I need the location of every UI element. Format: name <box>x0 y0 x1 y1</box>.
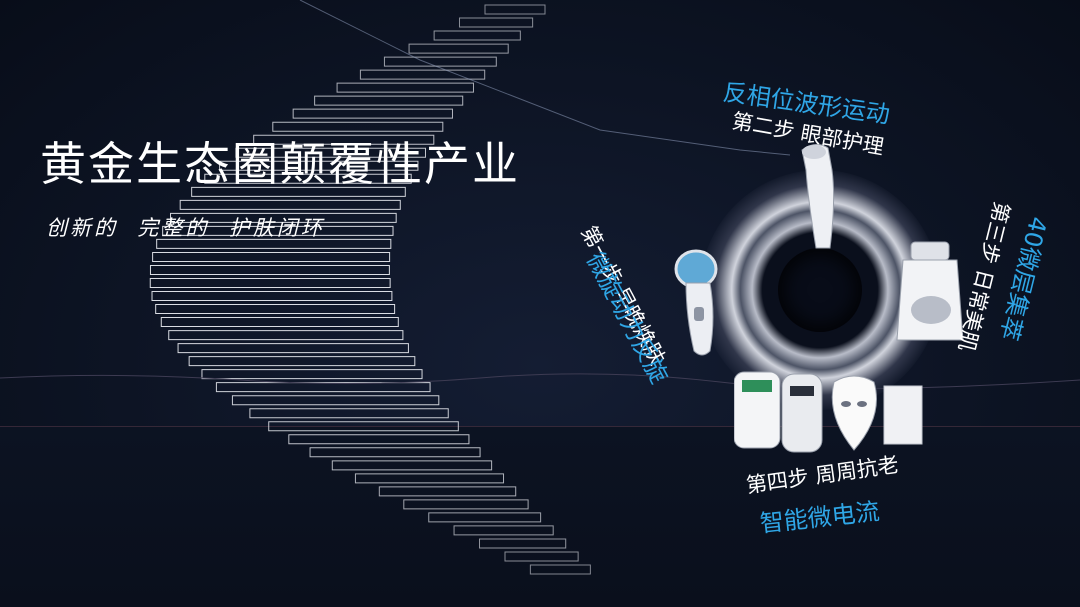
stair-step <box>191 186 406 197</box>
stair-step <box>268 421 459 432</box>
stair-step <box>219 160 419 171</box>
stair-step <box>453 525 554 536</box>
stair-step <box>156 238 392 249</box>
stair-step <box>408 43 509 54</box>
stair-step <box>403 499 529 510</box>
stair-step <box>479 538 567 549</box>
stair-step <box>168 330 404 341</box>
stair-step <box>288 434 470 445</box>
stair-step <box>204 173 412 184</box>
stair-step <box>201 369 423 380</box>
stair-step <box>162 225 394 236</box>
stair-step <box>354 473 505 484</box>
stair-step <box>170 212 397 223</box>
stair-step <box>309 447 481 458</box>
stair-step <box>292 108 453 119</box>
stair-step <box>215 382 431 393</box>
stair-step <box>484 4 546 15</box>
stair-step <box>428 512 542 523</box>
page-title: 黄金生态圈颠覆性产业 <box>40 137 520 191</box>
stair-step <box>504 551 579 562</box>
stair-step <box>253 134 435 145</box>
stair-step <box>359 69 486 80</box>
stair-step <box>331 460 493 471</box>
page-subtitle: 创新的 完整的 护肤闭环 <box>46 216 325 240</box>
stair-step <box>458 17 534 28</box>
galvanic-spa-set-image <box>734 371 923 453</box>
stair-step <box>383 56 497 67</box>
eye-care-device-image <box>801 144 835 249</box>
stair-step <box>151 291 393 302</box>
stair-step <box>272 121 444 132</box>
stair-step <box>160 317 399 328</box>
stair-step <box>378 486 517 497</box>
stair-step <box>179 199 401 210</box>
stair-step <box>433 30 521 41</box>
stair-rail <box>299 0 791 156</box>
ageloc-me-dispenser-image <box>896 241 964 341</box>
stair-step <box>249 408 449 419</box>
stair-step <box>314 95 464 106</box>
stair-step <box>529 564 591 575</box>
stair-step <box>336 82 474 93</box>
horizon-line <box>0 426 1080 427</box>
stair-step <box>155 304 396 315</box>
stair-step <box>152 251 391 262</box>
facial-spa-device-image <box>674 249 718 356</box>
stair-step <box>188 356 416 367</box>
stair-step <box>231 395 440 406</box>
stair-step <box>235 147 426 158</box>
stair-step <box>177 343 409 354</box>
stair-step <box>149 264 390 275</box>
floor-reflection <box>0 427 1080 607</box>
stair-step <box>149 277 391 288</box>
